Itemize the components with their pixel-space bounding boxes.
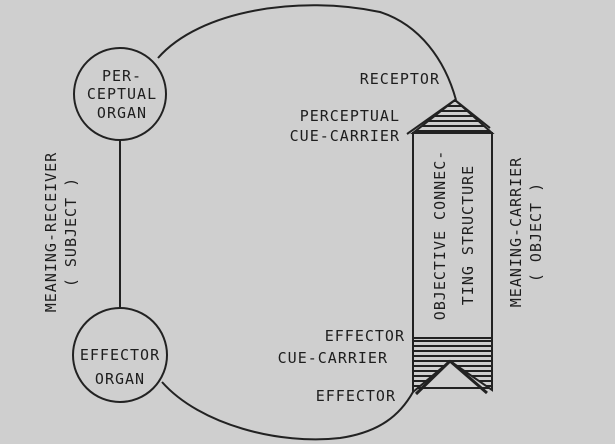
- connecting-structure-line1: OBJECTIVE CONNEC-: [431, 150, 449, 321]
- effector-organ-line1: EFFECTOR: [80, 346, 160, 364]
- effector-label: EFFECTOR: [316, 387, 396, 405]
- lower-arc: [161, 381, 414, 441]
- subject-label: ( SUBJECT ): [62, 177, 80, 287]
- connecting-structure-line2: TING STRUCTURE: [459, 165, 477, 305]
- effector-organ-line2: ORGAN: [95, 370, 145, 388]
- perceptual-organ-line1: PER-: [102, 67, 142, 85]
- effector-hatched-notch: [412, 337, 493, 395]
- perceptual-organ-line2: CEPTUAL: [87, 85, 157, 103]
- upper-arc: [157, 4, 457, 101]
- receptor-label: RECEPTOR: [360, 70, 440, 88]
- perceptual-cue-carrier-line2: CUE-CARRIER: [290, 127, 400, 145]
- perceptual-organ-line3: ORGAN: [97, 104, 147, 122]
- perceptual-cue-carrier-line1: PERCEPTUAL: [300, 107, 400, 125]
- object-label: ( OBJECT ): [527, 182, 545, 282]
- receptor-triangle: [410, 98, 495, 134]
- effector-cue-carrier-line2: CUE-CARRIER: [278, 349, 388, 367]
- meaning-carrier-label: MEANING-CARRIER: [507, 157, 525, 307]
- meaning-receiver-label: MEANING-RECEIVER: [42, 152, 60, 313]
- effector-cue-carrier-line1: EFFECTOR: [325, 327, 405, 345]
